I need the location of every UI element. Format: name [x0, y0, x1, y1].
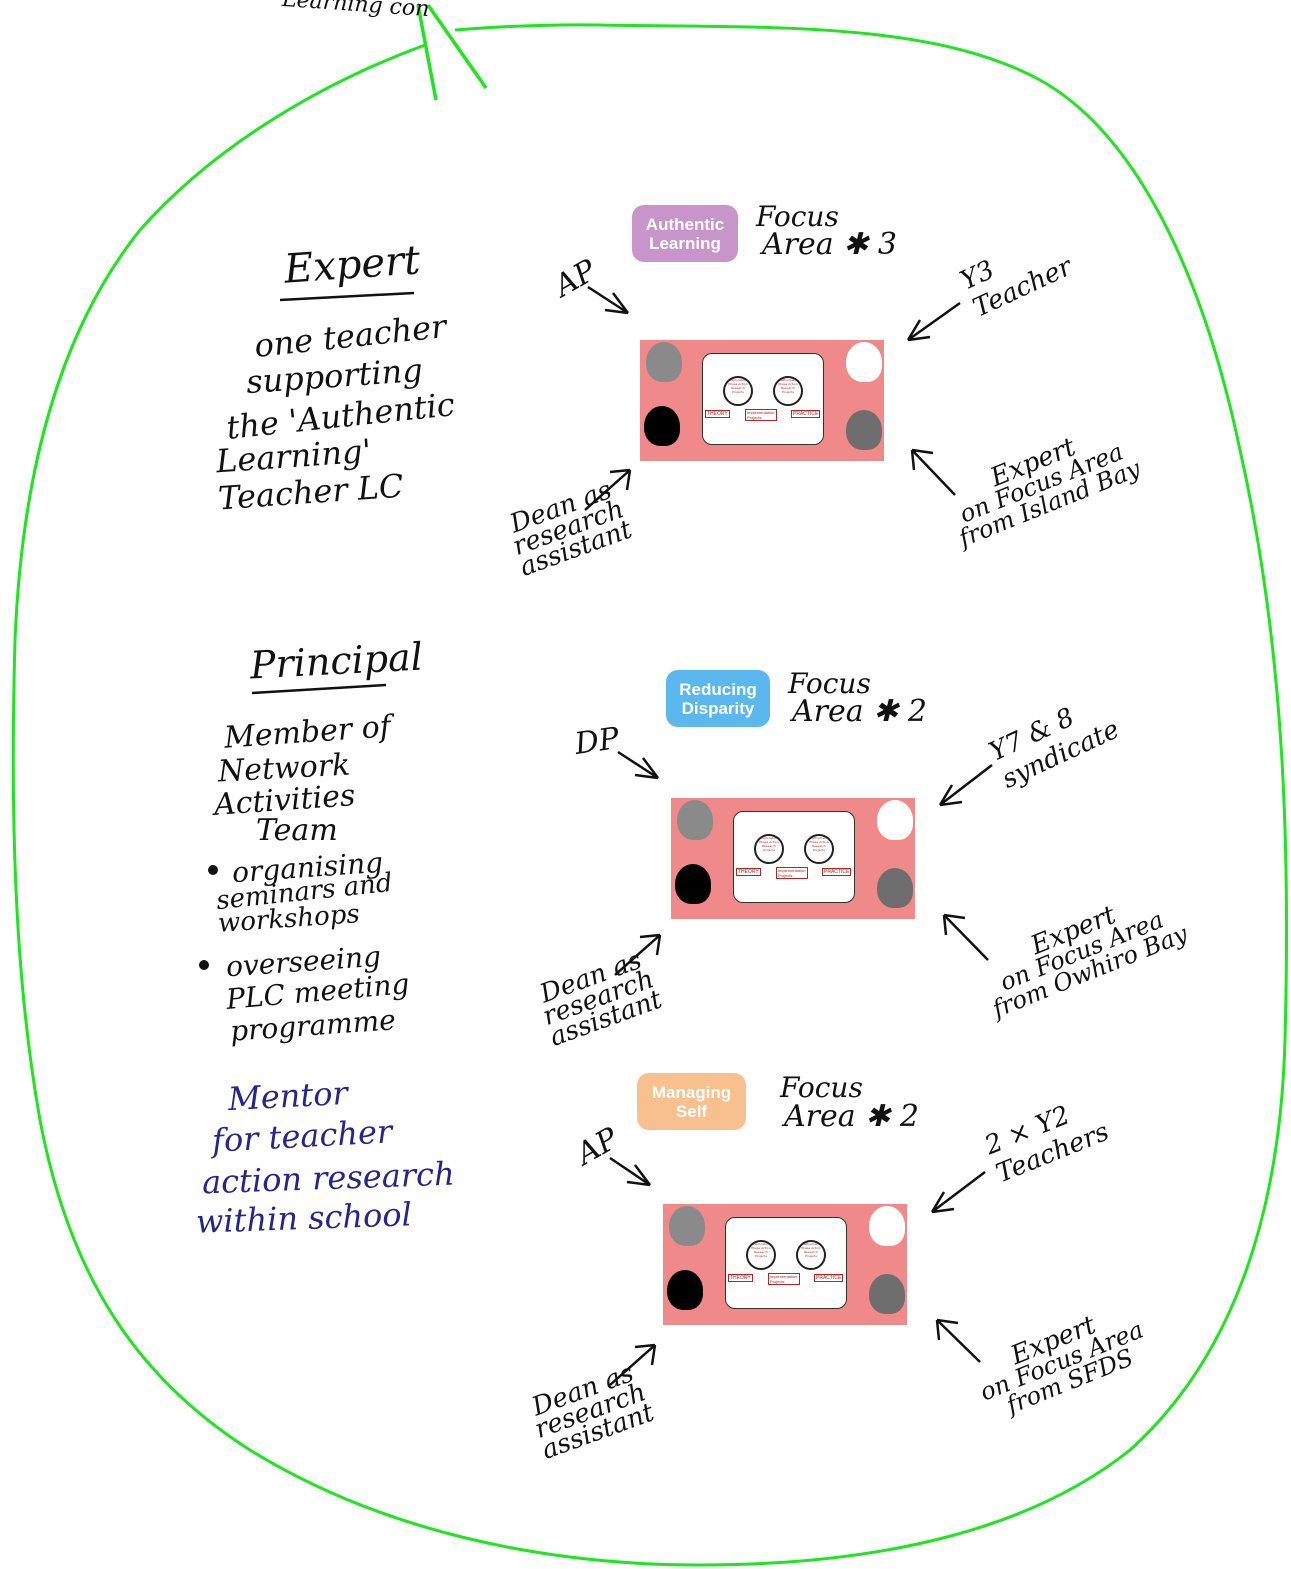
- arrows-focus-2: [614, 750, 993, 976]
- arrows-focus-3: [609, 1156, 986, 1386]
- pill-line: Managing: [651, 1082, 732, 1102]
- silhouette-gray-bottom-right: [846, 410, 882, 450]
- mentor-line: Mentor: [227, 1073, 349, 1119]
- cycle-label-practice: PRACTICE: [791, 410, 821, 418]
- cycle-whiteboard: Exploration Phase Action Research Projec…: [725, 1217, 847, 1309]
- green-branch-line-right: [426, 3, 488, 90]
- role-top-left: DP: [572, 721, 622, 762]
- pill-line: Reducing: [679, 679, 757, 699]
- pill-line: Self: [675, 1101, 708, 1121]
- cycle-ring-left: Exploration Phase Action Research Projec…: [723, 376, 753, 406]
- silhouette-white-top-right: [877, 800, 913, 840]
- silhouette-white-top-right: [869, 1206, 905, 1246]
- focus-label: Area ✱ 2: [784, 1099, 919, 1134]
- bullet-dot: [208, 865, 218, 875]
- silhouette-gray-bottom-right: [869, 1274, 905, 1314]
- action-research-cycle-image: Exploration Phase Action Research Projec…: [640, 340, 884, 461]
- principal-title: Principal: [248, 634, 424, 688]
- cycle-label-theory: THEORY: [736, 868, 761, 876]
- silhouette-white-top-right: [846, 342, 882, 382]
- focus-pill-reducing-disparity: Reducing Disparity: [666, 670, 770, 727]
- cycle-label-theory: THEORY: [705, 410, 730, 418]
- cycle-ring-left: Exploration Phase Action Research Projec…: [754, 834, 784, 864]
- expert-title: Expert: [282, 237, 422, 293]
- focus-pill-authentic-learning: Authentic Learning: [632, 205, 738, 262]
- pill-line: Authentic: [645, 214, 725, 234]
- focus-label: Focus: [780, 1071, 863, 1104]
- cycle-whiteboard: Exploration Phase Action Research Projec…: [702, 353, 824, 445]
- arrows-focus-1: [584, 285, 961, 511]
- expert-underline: [279, 291, 415, 302]
- principal-underline: [251, 683, 387, 695]
- action-research-cycle-image: Exploration Phase Action Research Projec…: [663, 1204, 907, 1325]
- silhouette-gray-top-left: [646, 342, 682, 382]
- cycle-ring-left: Exploration Phase Action Research Projec…: [746, 1240, 776, 1270]
- green-boundary-outline: [11, 23, 1289, 1567]
- focus-label: Focus: [788, 667, 871, 700]
- focus-label: Area ✱ 2: [792, 694, 927, 729]
- cycle-label-theory: THEORY: [728, 1274, 753, 1282]
- focus-pill-managing-self: Managing Self: [637, 1073, 746, 1130]
- cycle-ring-right: Refinement Phase Action Research Project…: [804, 834, 834, 864]
- principal-desc-line: Team: [256, 813, 338, 848]
- silhouette-gray-bottom-right: [877, 868, 913, 908]
- cycle-label-implementation: Implementation Projects: [776, 867, 808, 879]
- silhouette-black-bottom-left: [667, 1270, 703, 1310]
- silhouette-gray-top-left: [669, 1206, 705, 1246]
- focus-label: Focus: [756, 200, 839, 233]
- pill-line: Learning: [649, 233, 721, 253]
- mentor-line: within school: [195, 1195, 413, 1241]
- pill-line: Disparity: [681, 698, 755, 718]
- silhouette-gray-top-left: [677, 800, 713, 840]
- bullet-dot: [199, 960, 209, 970]
- silhouette-black-bottom-left: [675, 864, 711, 904]
- cycle-whiteboard: Exploration Phase Action Research Projec…: [733, 811, 855, 903]
- cycle-label-practice: PRACTICE: [814, 1274, 844, 1282]
- silhouette-black-bottom-left: [644, 406, 680, 446]
- cycle-ring-right: Refinement Phase Action Research Project…: [796, 1240, 826, 1270]
- cycle-ring-right: Refinement Phase Action Research Project…: [773, 376, 803, 406]
- focus-label: Area ✱ 3: [762, 227, 897, 262]
- cycle-label-implementation: Implementation Projects: [745, 409, 777, 421]
- cycle-label-practice: PRACTICE: [822, 868, 852, 876]
- green-branch-line-left: [416, 4, 438, 101]
- action-research-cycle-image: Exploration Phase Action Research Projec…: [671, 798, 915, 919]
- cycle-label-implementation: Implementation Projects: [768, 1273, 800, 1285]
